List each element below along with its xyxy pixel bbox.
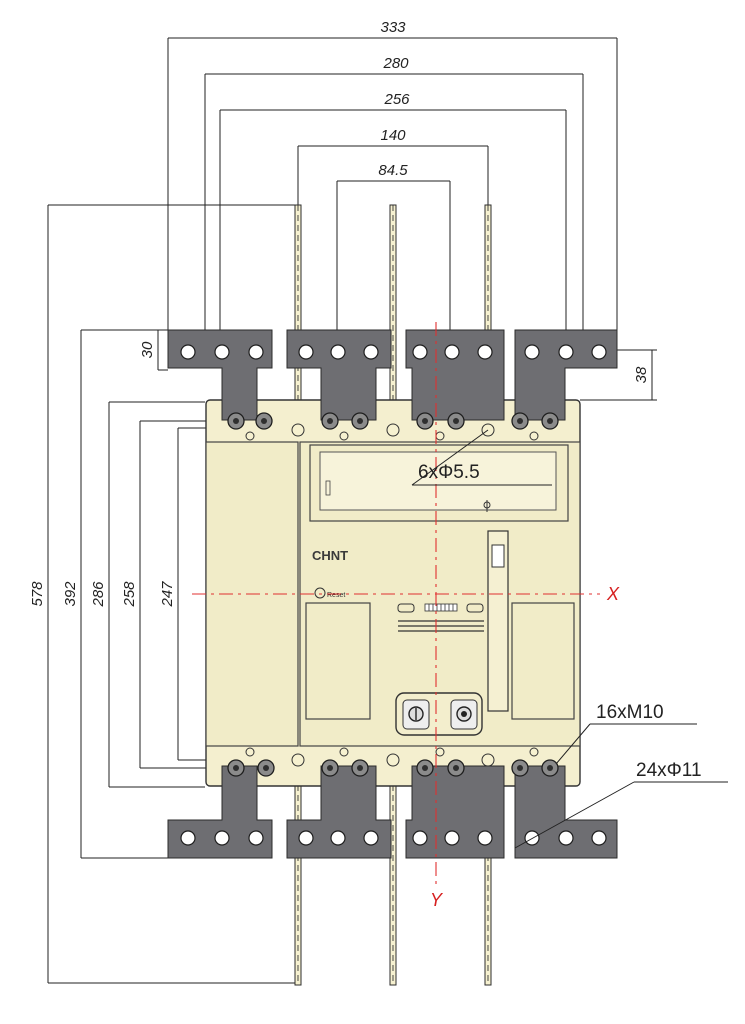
dim-label-30: 30	[139, 341, 156, 358]
dim-label-247: 247	[159, 581, 176, 608]
breaker-body: CHNT Reset	[205, 399, 581, 787]
callout-holes-large: 24xΦ11	[514, 760, 728, 849]
callout-label-24x11: 24xΦ11	[636, 760, 702, 781]
dim-label-392: 392	[62, 581, 79, 607]
dim-label-256: 256	[383, 91, 410, 108]
left-display	[305, 602, 371, 720]
bottom-busbars	[167, 747, 618, 859]
dimension-38: 38	[580, 349, 657, 401]
dim-label-140: 140	[380, 127, 406, 144]
dimension-392: 392	[62, 329, 168, 859]
callout-bolts: 16xM10	[555, 702, 697, 765]
centerlines: X Y	[192, 322, 620, 910]
dim-label-578: 578	[29, 581, 46, 607]
dim-label-286: 286	[90, 581, 107, 608]
dim-label-38: 38	[633, 366, 650, 383]
operating-handle	[487, 530, 509, 712]
callout-label-6x5-5: 6xΦ5.5	[418, 462, 480, 483]
brand-logo: CHNT	[312, 548, 348, 563]
right-display	[511, 602, 575, 720]
callout-label-16xm10: 16xM10	[596, 702, 664, 723]
top-holes	[180, 344, 607, 360]
reset-button-icon	[314, 587, 326, 599]
dimension-30: 30	[139, 329, 168, 371]
dimension-280: 280	[204, 55, 584, 334]
dimension-578: 578	[29, 204, 298, 984]
axis-label-y: Y	[430, 890, 444, 910]
dimension-140: 140	[297, 127, 489, 208]
dimension-256: 256	[219, 91, 567, 334]
dim-label-84-5: 84.5	[378, 162, 408, 179]
axis-label-x: X	[606, 584, 620, 604]
dimension-286: 286	[90, 401, 205, 788]
dimension-247: 247	[159, 427, 210, 761]
dim-label-258: 258	[121, 581, 138, 608]
top-window-inner	[319, 451, 557, 511]
dimension-84-5: 84.5	[336, 162, 451, 334]
busbar-top-3	[405, 329, 505, 421]
reset-label: Reset	[327, 592, 345, 599]
callout-holes-small: 6xΦ5.5	[411, 429, 552, 486]
top-busbars	[167, 329, 618, 441]
bottom-holes	[180, 830, 607, 846]
dim-label-280: 280	[382, 55, 409, 72]
dim-label-333: 333	[380, 19, 406, 36]
bottom-bolts	[227, 759, 559, 777]
top-bolts	[227, 412, 559, 430]
dimension-333: 333	[167, 19, 618, 334]
